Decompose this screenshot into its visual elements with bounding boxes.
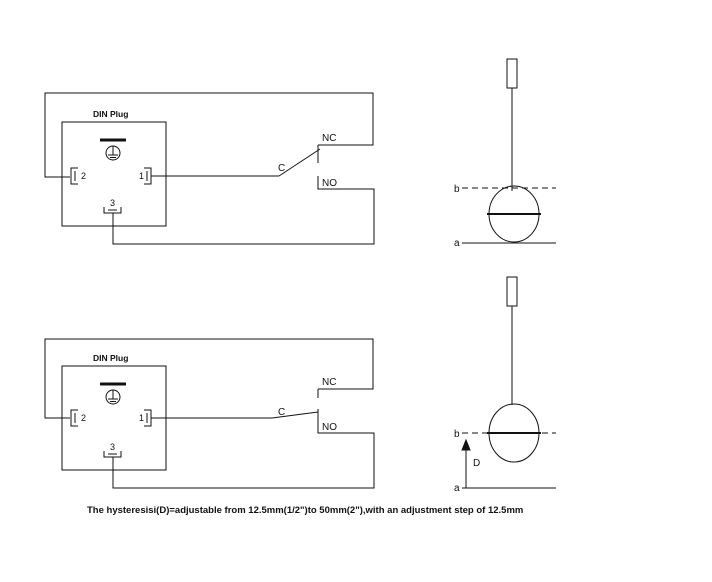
bottom-no-label: NO [322, 422, 337, 433]
bottom-wire-pin2-nc [44, 338, 374, 419]
hysteresis-label: D [473, 458, 480, 469]
bottom-din-plug-title: DIN Plug [93, 353, 128, 363]
bottom-circuit: DIN Plug 2 1 3 C NC NO [44, 338, 375, 489]
top-level-a-label: a [454, 238, 460, 249]
bottom-no-contact [112, 409, 375, 489]
bottom-pin1-contact [144, 409, 152, 427]
top-circuit: DIN Plug 2 1 3 C NC NO [44, 92, 375, 245]
bottom-pin2-label: 2 [81, 413, 86, 423]
hysteresis-caption: The hysteresisi(D)=adjustable from 12.5m… [87, 505, 524, 516]
bottom-float-head [506, 276, 518, 307]
top-earth-icon [100, 138, 126, 161]
top-wire-pin2-nc [44, 92, 374, 178]
bottom-level-b-label: b [454, 429, 460, 440]
bottom-pin2-contact [70, 409, 78, 427]
top-float-head [506, 58, 518, 89]
top-pin2-contact [70, 167, 78, 185]
bottom-float-switch: b a D [454, 276, 556, 494]
top-common-label: C [278, 163, 285, 174]
top-switch-blade [278, 148, 321, 177]
bottom-nc-label: NC [322, 377, 336, 388]
top-no-label: NO [322, 178, 337, 189]
top-float-switch: b a [454, 58, 556, 249]
top-din-plug-title: DIN Plug [93, 109, 128, 119]
bottom-common-label: C [278, 407, 285, 418]
top-pin2-label: 2 [81, 171, 86, 181]
top-nc-label: NC [322, 133, 336, 144]
bottom-level-a-label: a [454, 483, 460, 494]
top-no-contact [112, 176, 375, 245]
bottom-earth-icon [100, 382, 126, 405]
bottom-pin3-label: 3 [110, 442, 115, 452]
hysteresis-arrow [461, 438, 471, 488]
bottom-pin1-label: 1 [139, 413, 144, 423]
top-din-plug-box [61, 121, 167, 227]
top-pin1-label: 1 [139, 171, 144, 181]
top-level-b-label: b [454, 184, 460, 195]
top-pin3-label: 3 [110, 198, 115, 208]
top-pin1-contact [144, 167, 152, 185]
bottom-switch-blade [271, 411, 319, 419]
